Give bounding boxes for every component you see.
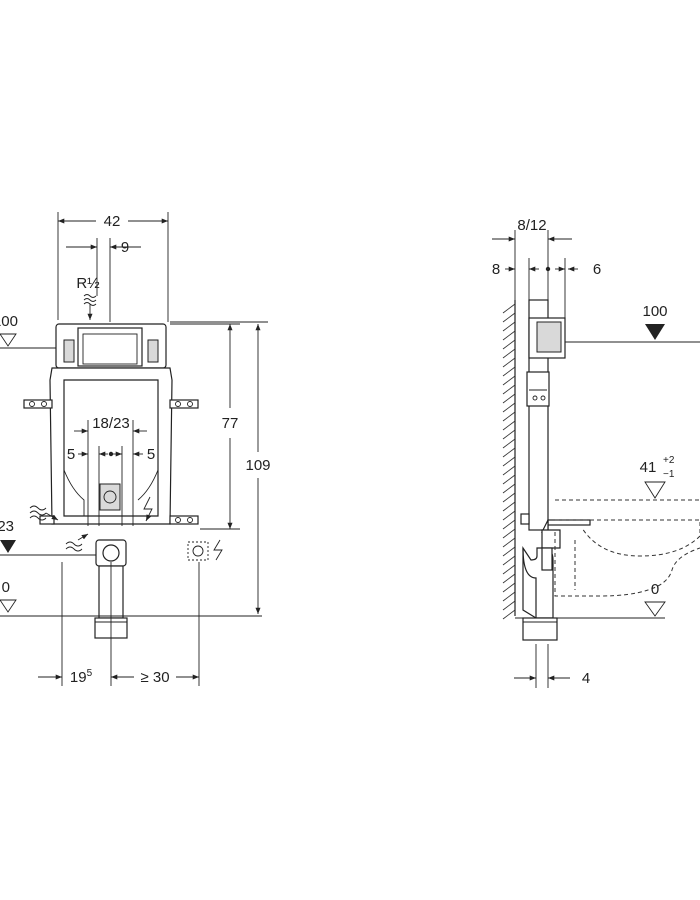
hatch-line	[502, 321, 516, 332]
hatch-line	[502, 420, 516, 431]
frame-profile	[520, 299, 591, 533]
hatch-line	[502, 375, 516, 386]
electric-icon	[143, 496, 153, 522]
level-bowl-tol-minus: −1	[663, 469, 675, 480]
hatch-line	[502, 339, 516, 350]
hatch-line	[502, 411, 516, 422]
cistern-frame	[49, 323, 173, 525]
hatch-line	[502, 348, 516, 359]
hatch-line	[502, 330, 516, 341]
level-bowl-tol-plus: +2	[663, 455, 675, 466]
level-41-side: 41 +2 −1	[640, 455, 675, 499]
height-total-label: 109	[245, 457, 270, 474]
dim-height-109: 109	[170, 321, 271, 614]
hatch-line	[502, 366, 516, 377]
level-0-side: 0	[515, 581, 666, 619]
dim-inlet-9: 9	[66, 238, 141, 322]
hatch-line	[502, 384, 516, 395]
hatch-line	[502, 447, 516, 458]
hatch-line	[502, 591, 516, 602]
hatch-line	[502, 564, 516, 575]
hatch-line	[502, 555, 516, 566]
hatch-line	[502, 519, 516, 530]
dim-bottom-front: 195 ≥ 30	[38, 562, 200, 686]
hatch-line	[502, 582, 516, 593]
depth-right-label: 6	[593, 261, 601, 278]
dim-width-42: 42	[57, 212, 169, 322]
wc-bowl-outline	[554, 499, 700, 597]
level-floor-front-label: 0	[2, 579, 10, 596]
inner-spacing-label: 18/23	[92, 415, 130, 432]
water-inlet-icon	[83, 294, 97, 320]
front-view: 42 9 R½	[0, 212, 271, 686]
side-view: 8/12 8 6	[492, 217, 700, 688]
side-left-label: 5	[67, 446, 75, 463]
level-top-side-label: 100	[642, 303, 667, 320]
hatch-line	[502, 474, 516, 485]
drain-bend	[522, 529, 561, 641]
level-100-side: 100	[565, 303, 700, 343]
hatch-line	[502, 600, 516, 611]
waste-water-icon	[65, 533, 89, 552]
side-right-label: 5	[147, 446, 155, 463]
depth-left-label: 8	[492, 261, 500, 278]
level-23-front: 23	[0, 518, 96, 556]
hatch-line	[502, 357, 516, 368]
level-top-front-label: 100	[0, 313, 18, 330]
dim-depth-8-6: 8 6	[492, 258, 601, 320]
hatch-line	[502, 546, 516, 557]
offset-right-label: ≥ 30	[140, 669, 169, 686]
hatch-line	[502, 393, 516, 404]
hatch-line	[502, 456, 516, 467]
inlet-offset-label: 9	[121, 239, 129, 256]
hatch-line	[502, 438, 516, 449]
depth-total-label: 8/12	[517, 217, 546, 234]
hatch-line	[502, 402, 516, 413]
dim-inner-18-23: 18/23	[74, 415, 147, 526]
hatch-line	[502, 501, 516, 512]
level-100-front: 100	[0, 313, 56, 349]
pipe-offset-label: 4	[582, 670, 590, 687]
level-mid-front-label: 23	[0, 518, 14, 535]
hatch-line	[502, 303, 516, 314]
inlet-size-label: R½	[76, 275, 100, 292]
dim-height-77: 77	[170, 323, 240, 530]
hatch-line	[502, 573, 516, 584]
flush-water-icon	[29, 505, 59, 521]
frame-brackets	[23, 399, 199, 525]
hatch-line	[502, 429, 516, 440]
power-socket-icon	[187, 539, 223, 561]
hatch-line	[502, 528, 516, 539]
dim-side-5: 5 5	[67, 446, 155, 526]
level-bowl-label: 41	[640, 459, 657, 476]
dim-depth-8-12: 8/12	[492, 217, 572, 300]
height-frame-label: 77	[222, 415, 239, 432]
hatch-line	[502, 465, 516, 476]
dim-pipe-4: 4	[514, 644, 590, 688]
width-total-label: 42	[104, 213, 121, 230]
level-0-front: 0	[0, 579, 262, 617]
offset-left-label: 195	[70, 668, 93, 686]
hatch-line	[502, 510, 516, 521]
hatch-line	[502, 483, 516, 494]
level-floor-side-label: 0	[651, 581, 659, 598]
hatch-line	[502, 312, 516, 323]
hatch-line	[502, 609, 516, 620]
wall-hatch	[502, 300, 516, 620]
hatch-line	[502, 537, 516, 548]
hatch-line	[502, 492, 516, 503]
